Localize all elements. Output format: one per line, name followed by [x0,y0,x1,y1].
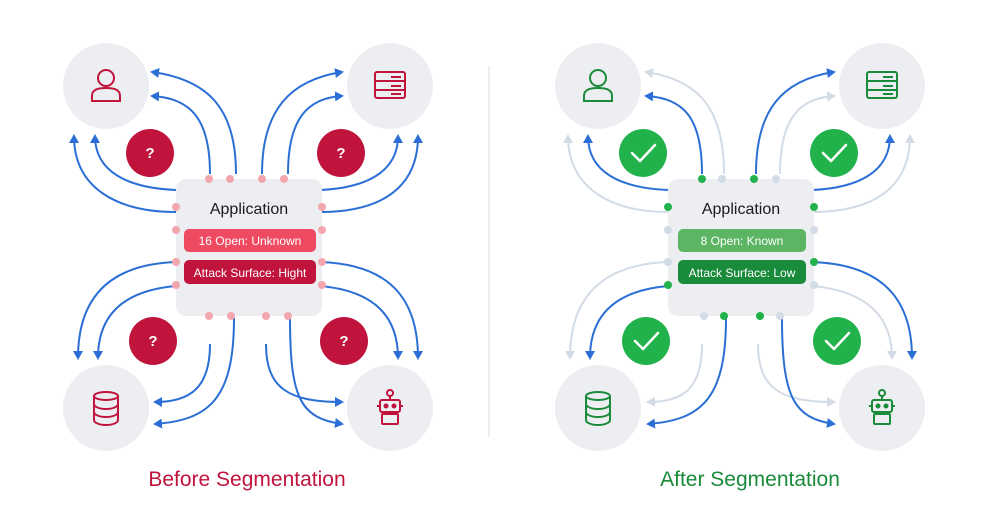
after-arrows-bottom-left [565,261,727,429]
arrow [646,343,703,407]
after-node-robot [839,365,925,451]
attack-surface-pill [678,260,806,284]
question-badge: ? [126,129,174,177]
attack-surface-text: Attack Surface: Hight [194,266,307,280]
after-node-server [839,43,925,129]
arrow [150,91,211,175]
arrow [781,317,836,428]
before-arrows-bottom-left [73,261,235,429]
check-badge [619,129,667,177]
arrow [261,68,344,175]
arrow [319,134,403,191]
question-mark: ? [339,333,348,350]
arrow [565,261,669,360]
before-node-user [63,43,149,129]
arrow [811,134,895,191]
check-badge [622,317,670,365]
before-panel: ? ? ? ? Application 16 Open: Unknown Att… [63,43,433,491]
before-application-box: Application 16 Open: Unknown Attack Surf… [172,175,326,320]
arrow [150,68,237,175]
check-badge [813,317,861,365]
arrow [153,343,211,407]
before-node-robot [347,365,433,451]
arrow [646,317,727,429]
arrow [755,68,836,175]
arrow [319,134,423,213]
port-dots [664,175,818,320]
arrow [811,261,917,360]
server-icon [374,71,406,99]
status-pill [678,229,806,252]
arrow [93,285,177,360]
after-caption: After Segmentation [660,468,840,491]
question-badge: ? [317,129,365,177]
arrow [69,134,177,213]
arrow [563,134,669,213]
before-node-server [347,43,433,129]
arrow [287,91,344,175]
robot-icon [869,389,895,425]
arrow [73,261,177,360]
arrow [583,134,669,191]
arrow [811,134,915,213]
server-icon [866,71,898,99]
before-arrows-top-right [261,68,423,213]
before-node-database [63,365,149,451]
before-arrows-top-left [69,68,237,213]
database-icon [93,391,119,427]
question-mark: ? [145,145,154,162]
after-arrows-bottom-right [757,261,917,428]
checkmark-icon [630,143,657,163]
arrow [585,285,669,360]
arrow [319,261,423,360]
question-mark: ? [148,333,157,350]
database-icon [585,391,611,427]
before-caption: Before Segmentation [148,468,345,491]
arrow [265,343,344,407]
status-pill-text: 8 Open: Known [701,234,784,248]
question-mark: ? [336,145,345,162]
checkmark-icon [824,331,851,351]
after-application-box: Application 8 Open: Known Attack Surface… [664,175,818,320]
arrow [779,91,836,175]
arrow [644,91,703,175]
status-pill-text: 16 Open: Unknown [199,234,302,248]
attack-surface-pill [184,260,316,284]
arrow [153,317,235,429]
port-dots [172,175,326,320]
after-arrows-top-left [563,68,725,213]
status-pill [184,229,316,252]
application-title: Application [210,201,288,218]
after-node-database [555,365,641,451]
attack-surface-text: Attack Surface: Low [689,266,796,280]
arrow [811,285,897,360]
check-badge [810,129,858,177]
after-arrows-top-right [755,68,915,213]
arrow [90,134,177,191]
arrow [757,343,836,407]
question-badge: ? [320,317,368,365]
user-icon [583,69,613,102]
question-badge: ? [129,317,177,365]
checkmark-icon [633,331,660,351]
application-title: Application [702,201,780,218]
robot-icon [377,389,403,425]
after-panel: Application 8 Open: Known Attack Surface… [555,43,925,491]
before-arrows-bottom-right [265,261,423,428]
arrow [289,317,344,428]
user-icon [91,69,121,102]
arrow [319,285,403,360]
arrow [644,68,725,175]
checkmark-icon [821,143,848,163]
after-node-user [555,43,641,129]
